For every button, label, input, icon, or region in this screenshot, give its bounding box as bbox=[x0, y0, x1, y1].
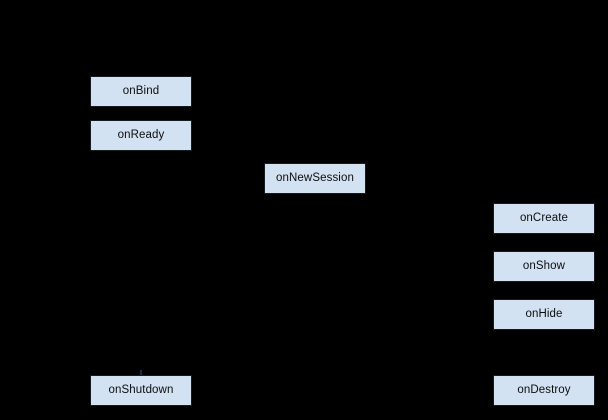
node-on-ready-label: onReady bbox=[117, 128, 165, 141]
node-on-hide[interactable]: onHide bbox=[493, 299, 595, 330]
node-on-create-label: onCreate bbox=[519, 211, 569, 224]
connector-stub-above-on-shutdown bbox=[140, 370, 142, 375]
node-on-new-session[interactable]: onNewSession bbox=[264, 163, 366, 194]
node-on-bind-label: onBind bbox=[122, 84, 160, 97]
node-on-destroy[interactable]: onDestroy bbox=[493, 375, 595, 406]
node-on-shutdown-label: onShutdown bbox=[108, 383, 174, 396]
node-on-show[interactable]: onShow bbox=[493, 251, 595, 282]
node-on-create[interactable]: onCreate bbox=[493, 203, 595, 234]
node-on-bind[interactable]: onBind bbox=[90, 76, 192, 107]
node-on-ready[interactable]: onReady bbox=[90, 120, 192, 151]
node-on-hide-label: onHide bbox=[525, 307, 563, 320]
node-on-show-label: onShow bbox=[522, 259, 566, 272]
node-on-new-session-label: onNewSession bbox=[276, 171, 354, 184]
node-on-destroy-label: onDestroy bbox=[517, 383, 571, 396]
node-on-shutdown[interactable]: onShutdown bbox=[90, 375, 192, 406]
